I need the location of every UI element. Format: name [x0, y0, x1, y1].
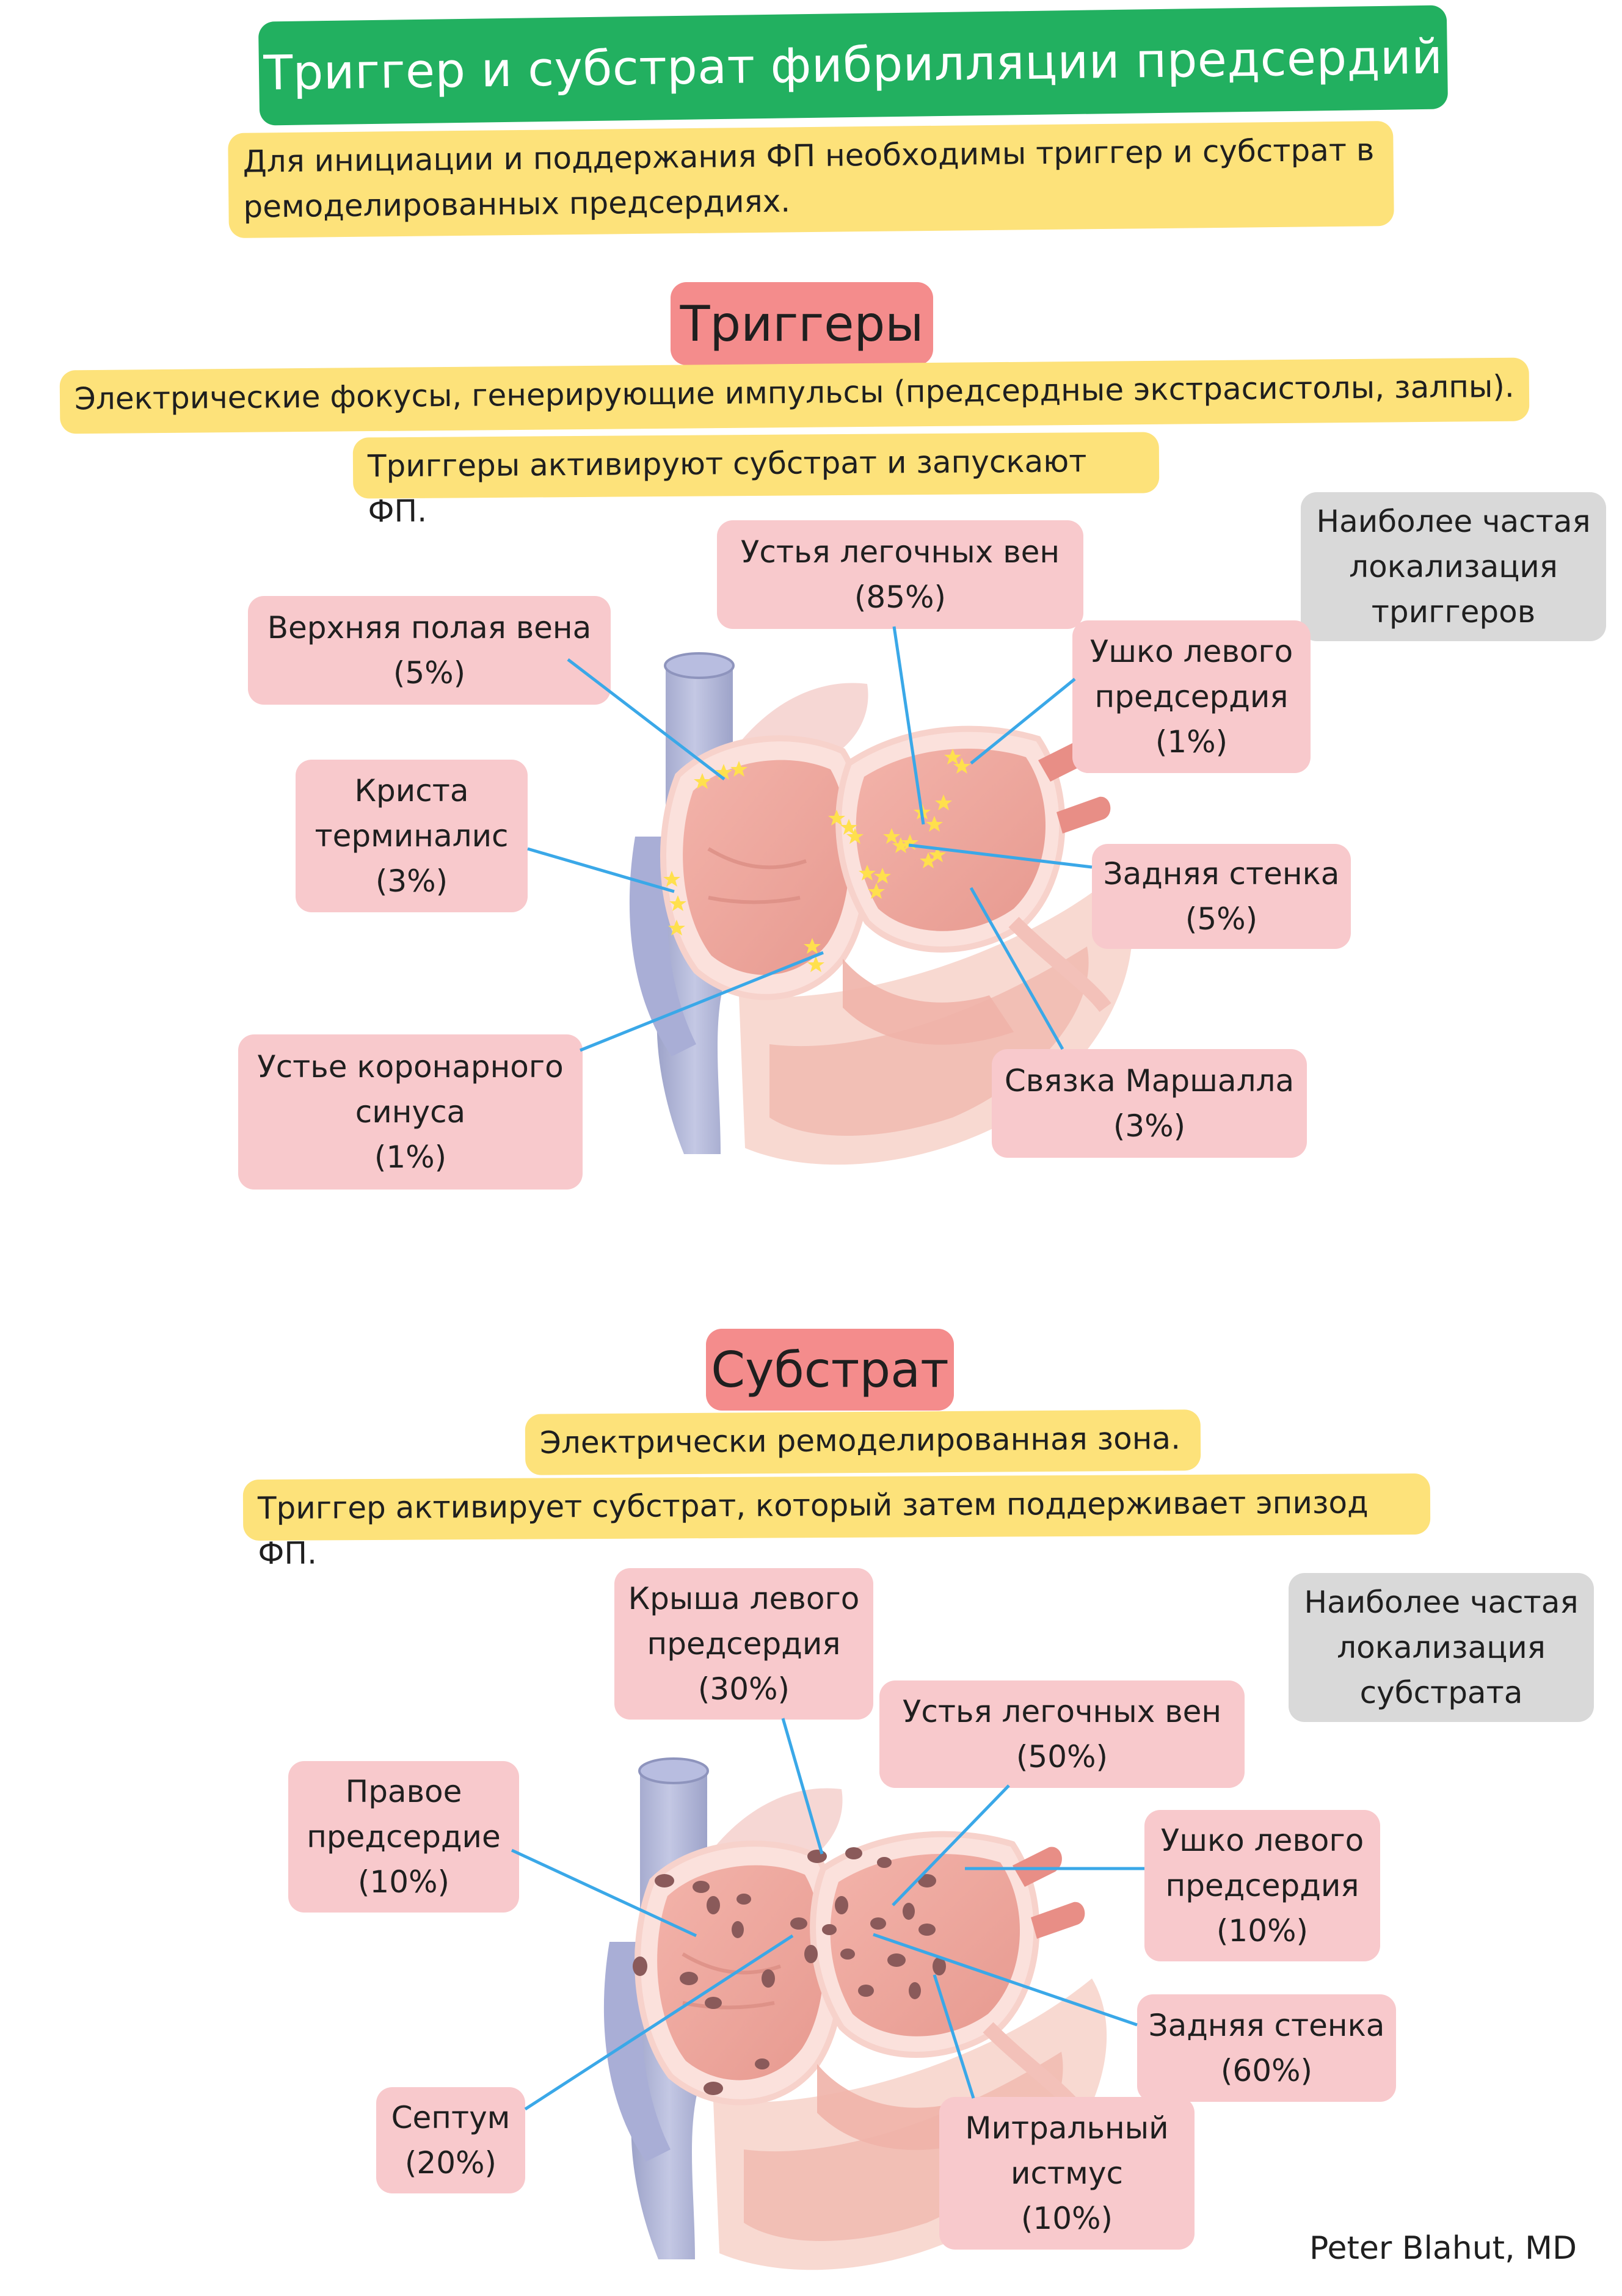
trigger-label-pulmonary-veins: Устья легочных вен (85%): [717, 520, 1083, 629]
substrate-info-line-3: субстрата: [1359, 1675, 1523, 1710]
trigger-label-laa: Ушко левого предсердия (1%): [1072, 620, 1311, 773]
substrate-label-laa: Ушко левого предсердия (10%): [1144, 1810, 1380, 1961]
substrate-laa-name-2: предсердия: [1165, 1868, 1359, 1903]
trigger-ct-name-1: Криста: [354, 773, 469, 808]
substrate-pv-pct: (50%): [1016, 1739, 1108, 1775]
substrate-label-pulmonary-veins: Устья легочных вен (50%): [879, 1680, 1245, 1788]
substrate-laa-name-1: Ушко левого: [1160, 1823, 1364, 1858]
triggers-info-line-2: локализация: [1349, 549, 1558, 584]
trigger-laa-name-1: Ушко левого: [1089, 634, 1293, 669]
substrate-label-la-roof: Крыша левого предсердия (30%): [614, 1568, 873, 1720]
intro-note: Для инициации и поддержания ФП необходим…: [228, 121, 1394, 238]
trigger-cs-name-2: синуса: [355, 1094, 466, 1130]
substrate-info-line-1: Наиболее частая: [1304, 1585, 1579, 1620]
substrate-ra-name-1: Правое: [345, 1774, 462, 1809]
substrate-roof-pct: (30%): [697, 1671, 790, 1707]
trigger-cs-name-1: Устье коронарного: [257, 1049, 564, 1084]
substrate-septum-pct: (20%): [404, 2145, 497, 2181]
trigger-cs-pct: (1%): [374, 1139, 447, 1175]
trigger-label-ligament-marshall: Связка Маршалла (3%): [992, 1049, 1307, 1158]
substrate-info: Наиболее частая локализация субстрата: [1289, 1573, 1594, 1722]
triggers-info-line-1: Наиболее частая: [1316, 504, 1591, 539]
triggers-note-2: Триггеры активируют субстрат и запускают…: [352, 432, 1160, 529]
trigger-svc-pct: (5%): [393, 655, 466, 691]
triggers-info-line-3: триггеров: [1371, 594, 1536, 630]
trigger-pw-pct: (5%): [1185, 901, 1258, 937]
trigger-ct-pct: (3%): [375, 863, 448, 899]
substrate-note-1: Электрически ремоделированная зона.: [525, 1409, 1201, 1475]
page-title: Триггер и субстрат фибрилляции предсерди…: [258, 5, 1449, 126]
triggers-info: Наиболее частая локализация триггеров: [1301, 492, 1606, 641]
substrate-septum-name: Септум: [391, 2100, 511, 2135]
substrate-ra-pct: (10%): [357, 1864, 450, 1900]
substrate-label-right-atrium: Правое предсердие (10%): [288, 1761, 519, 1913]
substrate-mi-pct: (10%): [1020, 2201, 1113, 2236]
trigger-pv-pct: (85%): [854, 579, 947, 615]
trigger-label-posterior-wall: Задняя стенка (5%): [1092, 844, 1351, 949]
trigger-pv-name: Устья легочных вен: [740, 534, 1060, 570]
trigger-label-coronary-sinus: Устье коронарного синуса (1%): [238, 1034, 583, 1190]
trigger-laa-pct: (1%): [1155, 724, 1228, 760]
substrate-label-mitral-isthmus: Митральный истмус (10%): [939, 2097, 1195, 2250]
substrate-pw-pct: (60%): [1220, 2053, 1313, 2088]
substrate-mi-name-2: истмус: [1011, 2156, 1123, 2191]
trigger-lom-pct: (3%): [1113, 1108, 1186, 1144]
trigger-svc-name: Верхняя полая вена: [267, 610, 592, 645]
substrate-roof-name-2: предсердия: [647, 1626, 841, 1662]
trigger-label-crista-terminalis: Криста терминалис (3%): [296, 760, 528, 912]
substrate-note-2: Триггер активирует субстрат, который зат…: [242, 1473, 1431, 1571]
substrate-roof-name-1: Крыша левого: [628, 1581, 860, 1616]
trigger-laa-name-2: предсердия: [1094, 679, 1289, 714]
trigger-pw-name: Задняя стенка: [1103, 856, 1340, 892]
trigger-lom-name: Связка Маршалла: [1004, 1063, 1295, 1099]
substrate-pw-name: Задняя стенка: [1148, 2008, 1385, 2043]
trigger-ct-name-2: терминалис: [315, 818, 509, 854]
substrate-label-septum: Септум (20%): [376, 2087, 525, 2193]
substrate-ra-name-2: предсердие: [307, 1819, 501, 1855]
trigger-label-svc: Верхняя полая вена (5%): [248, 596, 611, 705]
substrate-laa-pct: (10%): [1216, 1913, 1309, 1949]
author-credit: Peter Blahut, MD: [1309, 2230, 1577, 2267]
substrate-mi-name-1: Митральный: [965, 2110, 1169, 2146]
substrate-heading: Субстрат: [706, 1329, 954, 1411]
triggers-heading: Триггеры: [671, 282, 933, 365]
substrate-info-line-2: локализация: [1337, 1630, 1546, 1665]
substrate-pv-name: Устья легочных вен: [902, 1694, 1222, 1729]
triggers-note-1: Электрические фокусы, генерирующие импул…: [59, 357, 1530, 434]
substrate-label-posterior-wall: Задняя стенка (60%): [1137, 1994, 1396, 2102]
